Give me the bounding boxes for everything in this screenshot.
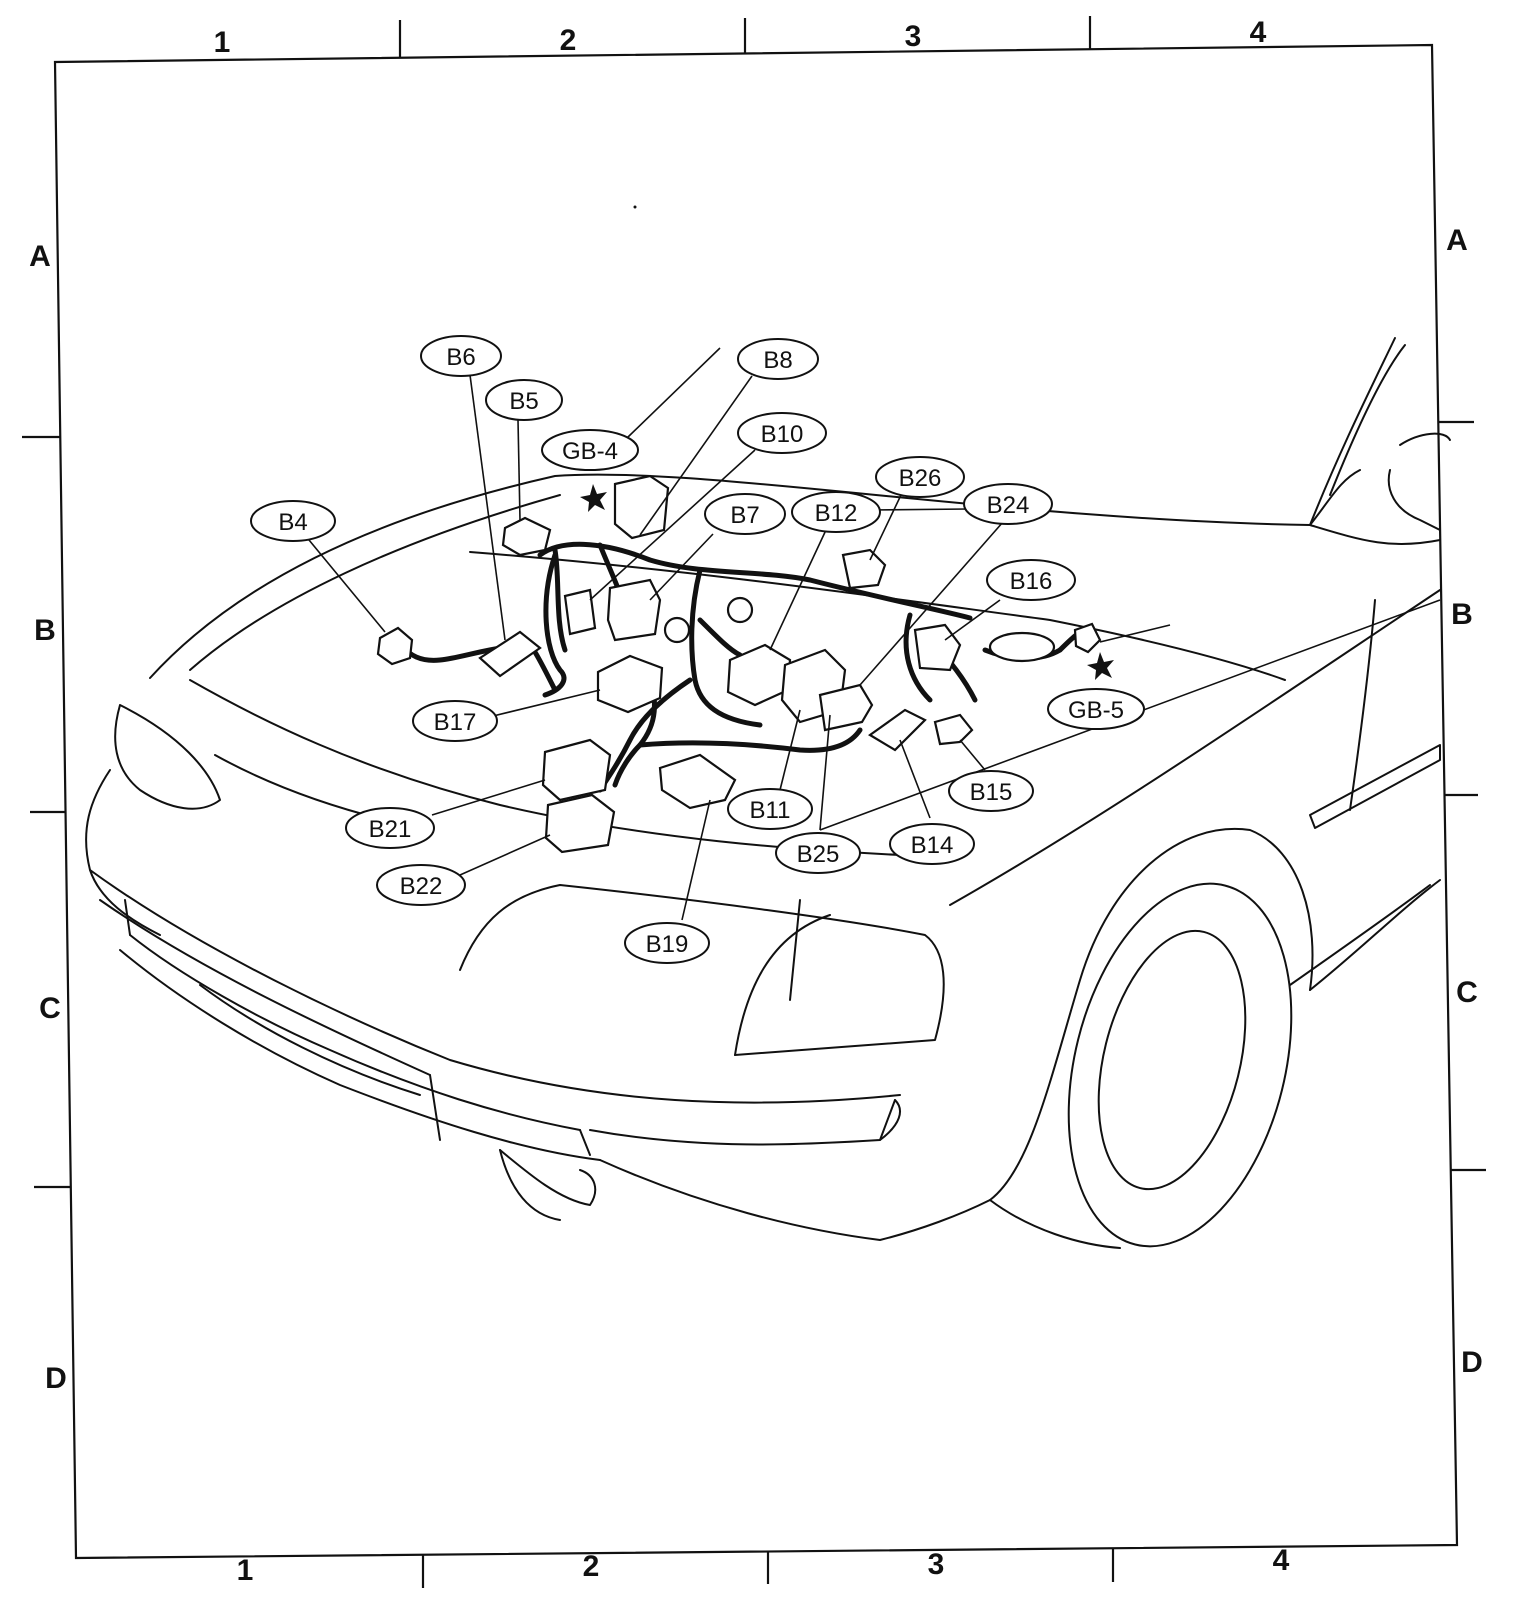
connector-b16-icon bbox=[988, 631, 1056, 663]
callout-b8-label: B8 bbox=[763, 347, 792, 374]
callout-b21: B21 bbox=[345, 807, 435, 849]
ground-gb5-terminal-icon bbox=[1073, 622, 1102, 654]
row-label-right-D: D bbox=[1461, 1346, 1483, 1379]
callout-b16-label: B16 bbox=[1010, 568, 1053, 595]
connectors bbox=[376, 474, 1102, 854]
callout-b10: B10 bbox=[737, 412, 827, 454]
callout-b7: B7 bbox=[704, 493, 786, 535]
col-label-bottom-2: 2 bbox=[583, 1550, 600, 1583]
row-label-left-D: D bbox=[45, 1362, 67, 1395]
callout-b22: B22 bbox=[376, 864, 466, 906]
callout-b26-label: B26 bbox=[899, 465, 942, 492]
callout-b12-label: B12 bbox=[815, 500, 858, 527]
row-label-right-B: B bbox=[1451, 598, 1473, 631]
connector-b5-icon bbox=[501, 516, 552, 557]
callout-b10-label: B10 bbox=[761, 421, 804, 448]
callout-b6: B6 bbox=[420, 335, 502, 377]
callout-b24-label: B24 bbox=[987, 492, 1030, 519]
callout-b11: B11 bbox=[727, 788, 813, 830]
col-label-top-3: 3 bbox=[905, 20, 922, 53]
col-label-top-1: 1 bbox=[214, 26, 231, 59]
connector-b6-icon bbox=[478, 630, 542, 678]
connector-b15-icon bbox=[933, 713, 974, 746]
col-label-bottom-4: 4 bbox=[1273, 1544, 1290, 1577]
ground-gb4-star-icon bbox=[580, 484, 607, 512]
row-label-right-C: C bbox=[1456, 976, 1478, 1009]
callout-gb5: GB-5 bbox=[1047, 688, 1145, 730]
callout-gb4-label: GB-4 bbox=[562, 438, 618, 465]
row-label-left-A: A bbox=[29, 240, 51, 273]
connector-b22-icon bbox=[544, 793, 616, 854]
leader-lines bbox=[308, 347, 1441, 921]
connector-b14-icon bbox=[867, 708, 927, 752]
connector-b24-icon bbox=[913, 623, 962, 672]
callout-b14-label: B14 bbox=[911, 832, 954, 859]
ground-gb5-star-icon bbox=[1087, 652, 1114, 680]
callout-b19-label: B19 bbox=[646, 931, 689, 958]
wire-harness bbox=[397, 541, 1093, 793]
callout-gb5-label: GB-5 bbox=[1068, 697, 1124, 724]
connector-b10-icon bbox=[563, 588, 597, 636]
callout-b11-label: B11 bbox=[750, 797, 791, 824]
callout-b14: B14 bbox=[889, 823, 975, 865]
row-label-left-C: C bbox=[39, 992, 61, 1025]
callout-b22-label: B22 bbox=[400, 873, 443, 900]
callout-b15-label: B15 bbox=[970, 779, 1013, 806]
callout-b25-label: B25 bbox=[797, 841, 840, 868]
callout-b15: B15 bbox=[948, 770, 1034, 812]
connector-b21-icon bbox=[541, 738, 612, 802]
connector-b19-icon bbox=[658, 753, 737, 810]
connector-b8-icon bbox=[613, 474, 670, 540]
callout-b12: B12 bbox=[791, 491, 881, 533]
callout-b21-label: B21 bbox=[369, 816, 412, 843]
bulb-left-icon bbox=[663, 616, 691, 644]
callout-gb4: GB-4 bbox=[541, 429, 639, 471]
callout-b19: B19 bbox=[624, 922, 710, 964]
callout-b24: B24 bbox=[963, 483, 1053, 525]
callout-b17-label: B17 bbox=[434, 709, 477, 736]
col-label-bottom-3: 3 bbox=[928, 1548, 945, 1581]
row-label-left-B: B bbox=[34, 614, 56, 647]
callout-b26: B26 bbox=[875, 456, 965, 498]
callout-b16: B16 bbox=[986, 559, 1076, 601]
connector-b17-icon bbox=[596, 654, 664, 714]
callout-b25: B25 bbox=[775, 832, 861, 874]
speck bbox=[633, 205, 637, 209]
callout-b6-label: B6 bbox=[446, 344, 475, 371]
connector-b26-icon bbox=[841, 548, 887, 590]
col-label-top-2: 2 bbox=[560, 24, 577, 57]
col-label-bottom-1: 1 bbox=[237, 1554, 254, 1587]
callout-b5-label: B5 bbox=[509, 388, 538, 415]
callout-b4-label: B4 bbox=[278, 509, 307, 536]
row-label-right-A: A bbox=[1446, 224, 1468, 257]
callout-b7-label: B7 bbox=[730, 502, 759, 529]
callout-b4: B4 bbox=[250, 500, 336, 542]
callout-b5: B5 bbox=[485, 379, 563, 421]
col-label-top-4: 4 bbox=[1250, 16, 1267, 49]
connector-b25-icon bbox=[818, 683, 874, 732]
connector-b7-icon bbox=[606, 578, 662, 642]
connector-b4-icon bbox=[376, 626, 414, 666]
diagram-frame bbox=[53, 43, 1459, 1560]
callout-b8: B8 bbox=[737, 338, 819, 380]
callout-b17: B17 bbox=[412, 700, 498, 742]
bulb-center-icon bbox=[726, 596, 754, 624]
